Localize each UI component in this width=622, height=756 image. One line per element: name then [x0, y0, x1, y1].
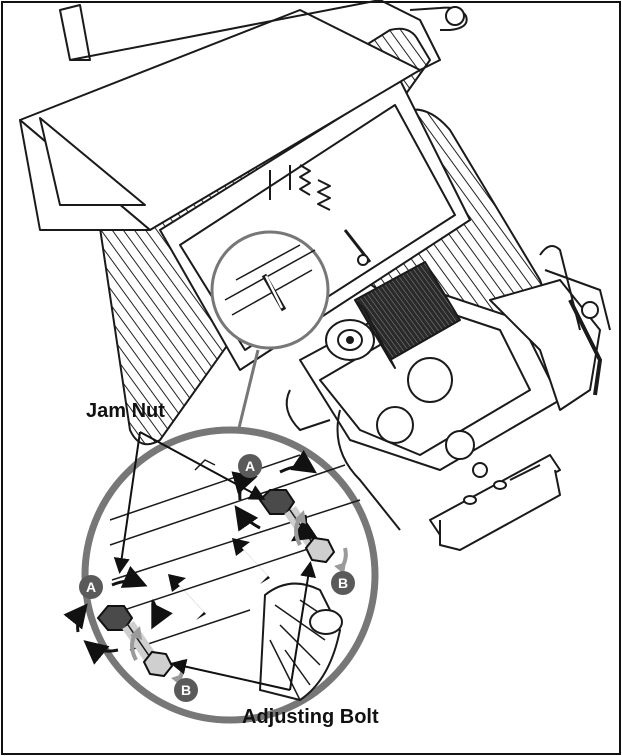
badge-a-lower: A: [79, 575, 103, 599]
detail-circle-large: [63, 426, 379, 724]
jam-nut-upper: [258, 489, 296, 515]
air-filter: [354, 261, 461, 361]
lower-bolt-assembly: [96, 605, 174, 678]
badge-b-upper-text: B: [338, 575, 348, 591]
badge-a-upper-text: A: [245, 458, 255, 474]
adjusting-bolt-head-upper: [304, 536, 336, 564]
direction-arrows: [168, 538, 270, 620]
badge-b-upper: B: [331, 571, 355, 595]
jam-nut-lower: [96, 605, 134, 631]
jam-nut-label: Jam Nut: [86, 400, 165, 422]
leader-lines: [113, 431, 317, 691]
badge-b-lower-text: B: [181, 682, 191, 698]
badge-a-lower-text: A: [86, 579, 96, 595]
badge-b-lower: B: [174, 678, 198, 702]
badge-a-upper: A: [238, 454, 262, 478]
callout-badges: A A B B: [79, 454, 355, 702]
adjusting-bolt-head-lower: [142, 650, 174, 678]
adjusting-bolt-label: Adjusting Bolt: [242, 706, 379, 728]
detail-callout-small: [210, 230, 330, 433]
